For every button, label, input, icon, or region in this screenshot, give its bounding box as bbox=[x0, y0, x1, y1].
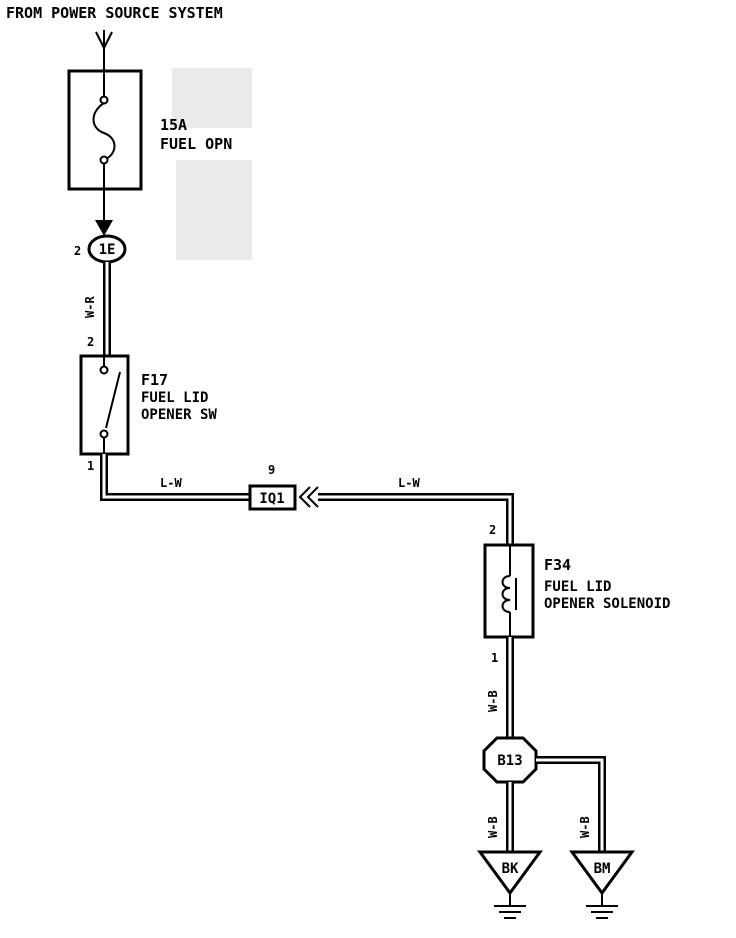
switch-f17-pin-bottom: 1 bbox=[87, 459, 94, 473]
fuse-to-1e-wire bbox=[95, 190, 113, 236]
connector-iq1-pin: 9 bbox=[268, 463, 275, 477]
connector-iq1: IQ1 bbox=[248, 484, 319, 511]
wire-l-w-left-label: L-W bbox=[160, 476, 182, 490]
wire-l-w-left bbox=[100, 454, 250, 501]
solenoid-f34-id: F34 bbox=[544, 556, 571, 574]
fuse-block-shading bbox=[172, 68, 252, 260]
power-input-arrow-icon bbox=[95, 30, 113, 72]
wire-l-w-right bbox=[318, 493, 514, 545]
switch-f17-name-line2: OPENER SW bbox=[141, 407, 217, 423]
solenoid-f34-pin-top: 2 bbox=[489, 523, 496, 537]
fuse-name: FUEL OPN bbox=[160, 135, 232, 153]
ground-bm-label: BM bbox=[594, 861, 611, 877]
solenoid-f34 bbox=[483, 543, 535, 639]
connector-iq1-label: IQ1 bbox=[259, 491, 284, 507]
fuse-15a bbox=[67, 69, 143, 191]
switch-f17-name-line1: FUEL LID bbox=[141, 390, 208, 406]
wire-w-b-main-label: W-B bbox=[486, 690, 500, 712]
solenoid-f34-pin-bottom: 1 bbox=[491, 651, 498, 665]
solenoid-f34-name-line2: OPENER SOLENOID bbox=[544, 596, 670, 612]
solenoid-f34-name-line1: FUEL LID bbox=[544, 579, 611, 595]
ground-bk-symbol-icon bbox=[494, 893, 526, 919]
wire-w-r-label: W-R bbox=[83, 296, 97, 318]
fuse-rating: 15A bbox=[160, 116, 187, 134]
wire-w-b-bm-label: W-B bbox=[578, 816, 592, 838]
switch-f17-pin-top: 2 bbox=[87, 335, 94, 349]
junction-1e-pin: 2 bbox=[74, 244, 81, 258]
power-source-label: FROM POWER SOURCE SYSTEM bbox=[6, 4, 223, 22]
ground-bk-label: BK bbox=[502, 861, 519, 877]
ground-bm: BM bbox=[569, 850, 635, 896]
junction-1e: 1E bbox=[87, 234, 127, 264]
switch-f17-id: F17 bbox=[141, 371, 168, 389]
switch-f17 bbox=[79, 354, 130, 456]
ground-bk: BK bbox=[477, 850, 543, 896]
wire-l-w-right-label: L-W bbox=[398, 476, 420, 490]
junction-1e-label: 1E bbox=[99, 242, 116, 258]
wire-w-b-bk-label: W-B bbox=[486, 816, 500, 838]
junction-b13: B13 bbox=[482, 736, 538, 784]
junction-b13-label: B13 bbox=[497, 753, 522, 769]
ground-bm-symbol-icon bbox=[586, 893, 618, 919]
wire-w-b-bm bbox=[536, 756, 606, 852]
